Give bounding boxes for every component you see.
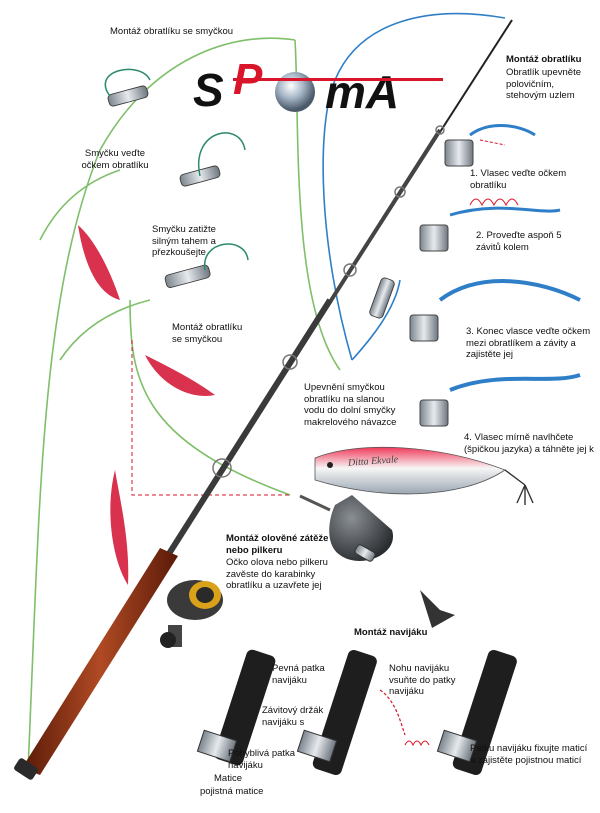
reel-label-fix: Patku navijáku fixujte maticí a zajistět… bbox=[470, 743, 588, 766]
loop-assembly-title: Montáž obratlíku se smyčkou bbox=[110, 26, 234, 37]
knot-steps-illustrations bbox=[409, 124, 581, 427]
fishing-rod bbox=[14, 19, 513, 780]
reel-label-lock-nut: pojistná matice bbox=[200, 786, 264, 797]
red-feathers bbox=[78, 225, 215, 585]
loop-step1-label: Smyčku veďte očkem obratlíku bbox=[81, 148, 149, 171]
reel-label-movable-foot: Pohyblivá patka navijáku bbox=[228, 748, 296, 771]
loop-step2-label: Smyčku zatižte silným tahem a přezkoušej… bbox=[152, 224, 216, 258]
reel-seat-illustrations bbox=[196, 649, 517, 775]
swivel-step-2: 2. Proveďte aspoň 5 závitů kolem bbox=[476, 230, 562, 253]
logo-letters-ma: mA bbox=[325, 66, 399, 118]
weight-mount-text: Očko olova nebo pilkeru zavěste do karab… bbox=[226, 557, 328, 591]
reel-mount-title: Montáž navijáku bbox=[354, 627, 428, 638]
swivel-mount-title: Montáž obratlíku bbox=[506, 54, 582, 65]
saltwater-note: Upevnění smyčkou obratlíku na slanou vod… bbox=[304, 382, 397, 428]
lead-weight bbox=[299, 494, 455, 628]
logo-ball bbox=[275, 72, 315, 112]
spinning-reel bbox=[160, 580, 223, 648]
reel-label-fixed-foot: Pevná patka navijáku bbox=[272, 663, 325, 686]
logo-graphic: S P mA bbox=[193, 55, 443, 118]
swivel-step-4: 4. Vlasec mírně navlhčete (špičkou jazyk… bbox=[464, 432, 594, 455]
logo-letter-s: S bbox=[193, 64, 224, 116]
swivel-step-1: 1. Vlasec veďte očkem obratlíku bbox=[470, 168, 567, 191]
swivel-mount-intro: Obratlík upevněte polovičním, stehovým u… bbox=[506, 67, 581, 101]
pilker-lure bbox=[314, 446, 534, 505]
reel-label-foot-insert: Nohu navijáku vsuňte do patky navijáku bbox=[389, 663, 456, 697]
loop-step3-label: Montáž obratlíku se smyčkou bbox=[172, 322, 243, 345]
swivel-loop-illustrations bbox=[107, 85, 395, 319]
reel-label-screw-holder: Závitový držák navijáku s bbox=[262, 705, 324, 728]
logo-swoosh bbox=[233, 78, 443, 81]
swivel-step-3: 3. Konec vlasce veďte očkem mezi obratlí… bbox=[466, 326, 591, 360]
reel-label-nut: Matice bbox=[214, 773, 242, 784]
weight-mount-title: Montáž olověné zátěže nebo pilkeru bbox=[226, 533, 329, 556]
spoma-logo: S P mA bbox=[185, 55, 455, 118]
